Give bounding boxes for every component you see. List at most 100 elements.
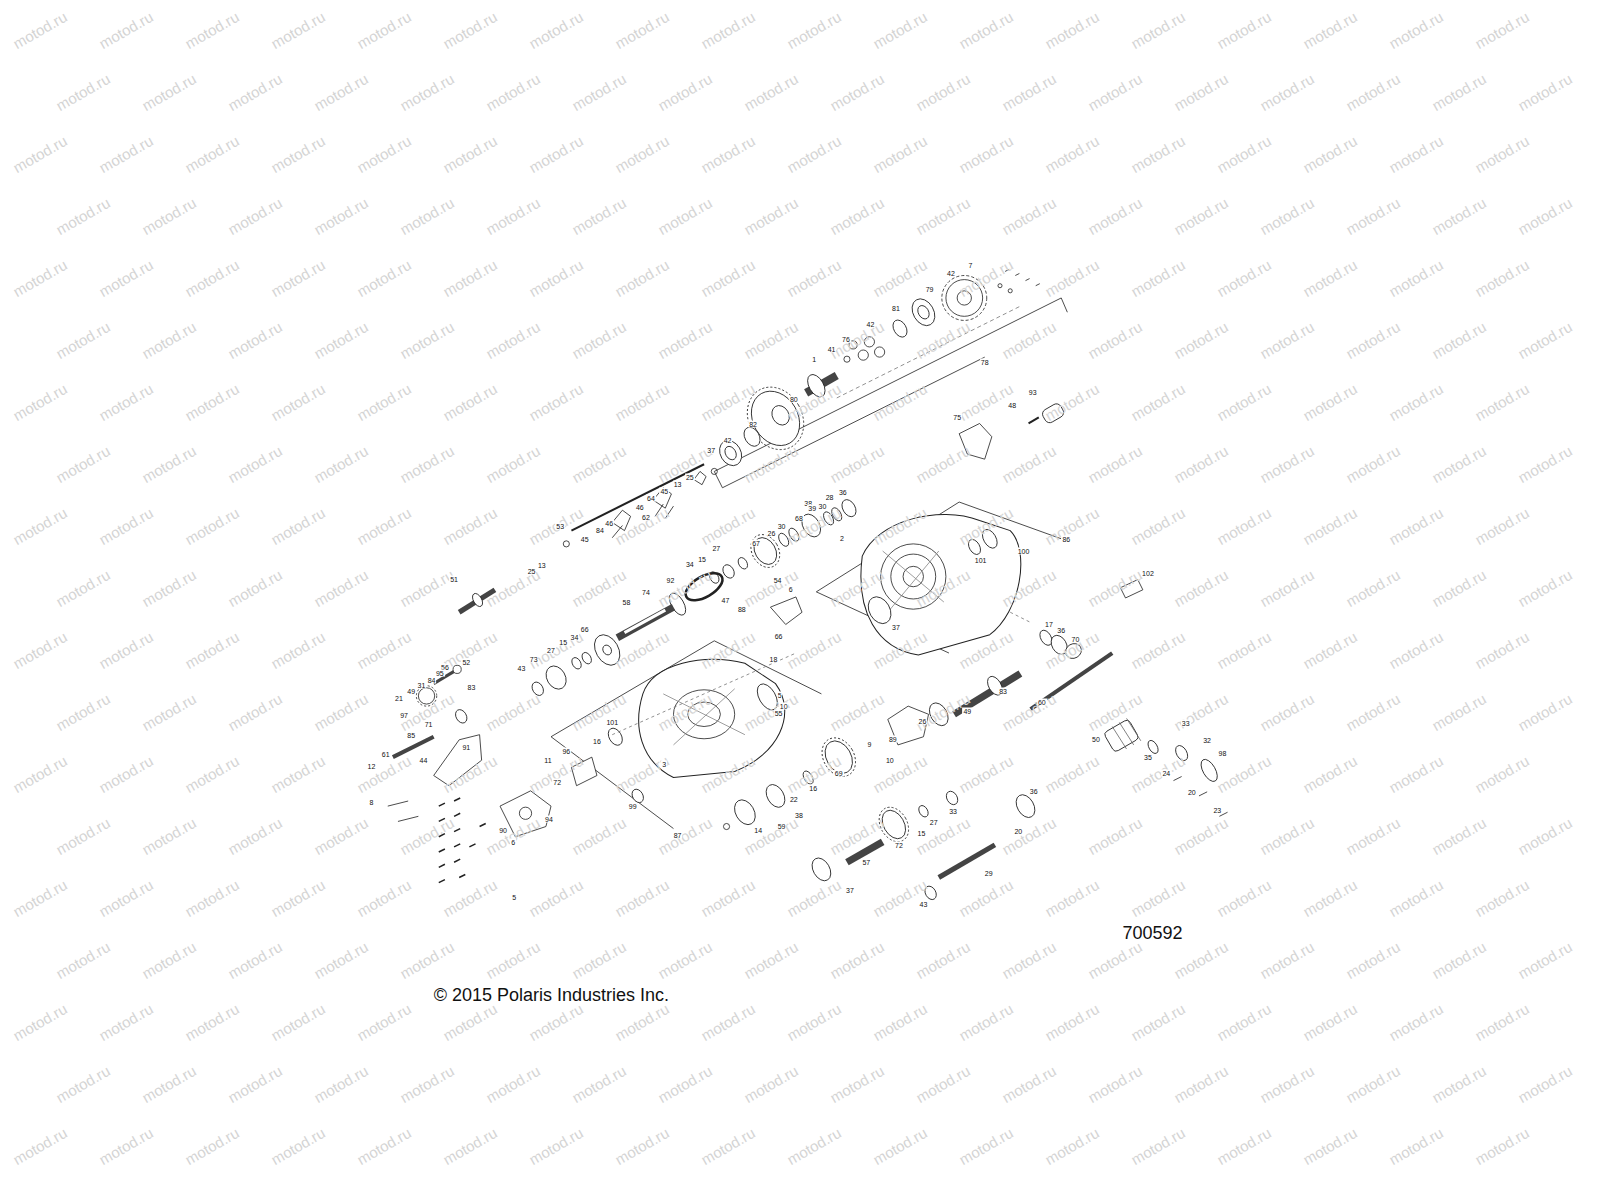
watermark: motod.ru [914,195,973,238]
watermark: motod.ru [1473,877,1532,920]
watermark: motod.ru [613,753,672,796]
watermark: motod.ru [1258,319,1317,362]
watermark: motod.ru [1129,257,1188,300]
watermark: motod.ru [1172,939,1231,982]
watermark: motod.ru [1129,505,1188,548]
callout-number: 88 [737,606,747,613]
watermark: motod.ru [785,629,844,672]
watermark: motod.ru [269,753,328,796]
watermark: motod.ru [269,9,328,52]
callout-number: 44 [419,757,429,764]
watermark: motod.ru [656,319,715,362]
watermark: motod.ru [441,133,500,176]
watermark: motod.ru [355,381,414,424]
callout-number: 67 [751,539,761,546]
callout-number: 84 [595,526,605,533]
callout-number: 84 [427,676,437,683]
callout-number: 82 [748,421,758,428]
callout-number: 89 [888,735,898,742]
watermark: motod.ru [1430,195,1489,238]
callout-number: 76 [841,335,851,342]
callout-number: 13 [537,562,547,569]
watermark: motod.ru [140,939,199,982]
watermark: motod.ru [54,71,113,114]
watermark: motod.ru [269,629,328,672]
callout-number: 64 [646,494,656,501]
watermark: motod.ru [97,257,156,300]
watermark: motod.ru [1344,71,1403,114]
watermark: motod.ru [1129,629,1188,672]
watermark: motod.ru [742,1063,801,1106]
watermark: motod.ru [914,1063,973,1106]
watermark: motod.ru [527,1001,586,1044]
watermark: motod.ru [1301,629,1360,672]
callout-number: 25 [685,473,695,480]
watermark: motod.ru [226,567,285,610]
watermark: motod.ru [1473,753,1532,796]
watermark: motod.ru [441,505,500,548]
watermark: motod.ru [828,1063,887,1106]
callout-number: 62 [641,514,651,521]
watermark: motod.ru [1129,381,1188,424]
watermark: motod.ru [1258,939,1317,982]
watermark: motod.ru [828,319,887,362]
watermark: motod.ru [785,1001,844,1044]
watermark: motod.ru [1301,753,1360,796]
watermark: motod.ru [1043,9,1102,52]
watermark: motod.ru [312,1063,371,1106]
watermark: motod.ru [742,319,801,362]
watermark: motod.ru [140,195,199,238]
watermark: motod.ru [183,753,242,796]
watermark: motod.ru [1086,939,1145,982]
watermark: motod.ru [1344,195,1403,238]
watermark: motod.ru [1258,567,1317,610]
watermark: motod.ru [1387,257,1446,300]
watermark: motod.ru [871,9,930,52]
watermark: motod.ru [914,319,973,362]
watermark: motod.ru [1258,691,1317,734]
watermark: motod.ru [1473,133,1532,176]
watermark: motod.ru [140,71,199,114]
watermark: motod.ru [226,443,285,486]
callout-number: 83 [998,687,1008,694]
watermark: motod.ru [1000,195,1059,238]
watermark: motod.ru [613,505,672,548]
callout-number: 26 [767,529,777,536]
watermark: motod.ru [1473,1125,1532,1168]
watermark: motod.ru [226,319,285,362]
watermark: motod.ru [1344,815,1403,858]
watermark: motod.ru [97,1125,156,1168]
watermark: motod.ru [871,257,930,300]
watermark: motod.ru [1344,691,1403,734]
watermark: motod.ru [957,753,1016,796]
watermark: motod.ru [11,1001,70,1044]
watermark: motod.ru [613,1125,672,1168]
watermark: motod.ru [398,1063,457,1106]
watermark: motod.ru [957,1001,1016,1044]
watermark: motod.ru [1516,443,1575,486]
watermark: motod.ru [1215,1001,1274,1044]
watermark: motod.ru [11,257,70,300]
watermark: motod.ru [656,815,715,858]
watermark: motod.ru [183,133,242,176]
watermark: motod.ru [871,1125,930,1168]
callout-number: 101 [605,719,619,726]
watermark: motod.ru [1344,1063,1403,1106]
watermark: motod.ru [355,1001,414,1044]
callout-number: 22 [789,795,799,802]
watermark: motod.ru [1000,71,1059,114]
callout-number: 98 [1218,750,1228,757]
callout-number: 16 [592,737,602,744]
callout-number: 53 [555,522,565,529]
callout-number: 29 [984,870,994,877]
watermark: motod.ru [1516,1063,1575,1106]
callout-number: 39 [807,505,817,512]
watermark: motod.ru [1043,1125,1102,1168]
callout-number: 85 [406,731,416,738]
watermark: motod.ru [742,443,801,486]
watermark: motod.ru [1086,1063,1145,1106]
watermark: motod.ru [441,753,500,796]
watermark: motod.ru [957,133,1016,176]
watermark: motod.ru [570,319,629,362]
watermark: motod.ru [1301,877,1360,920]
